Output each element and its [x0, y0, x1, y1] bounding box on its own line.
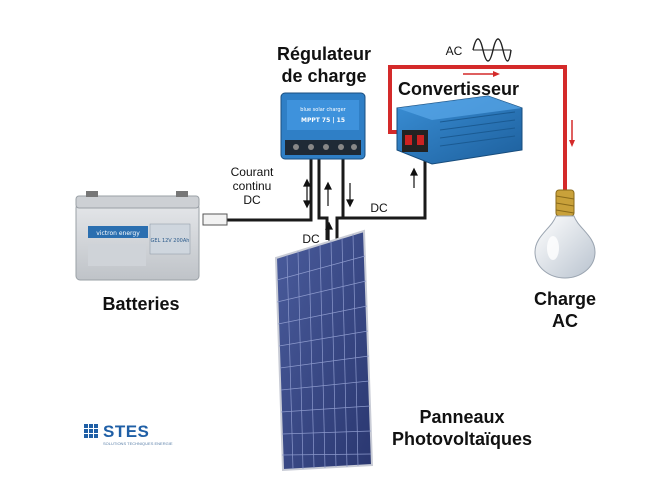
- fuse: [202, 213, 228, 226]
- ac-label: AC: [445, 44, 463, 58]
- regulator-label-line1: Régulateur: [276, 44, 372, 64]
- stes-logo-tagline: SOLUTIONS TECHNIQUES ENERGIE SOLAIRE: [103, 441, 173, 446]
- ac-load-label-line2: AC: [552, 311, 578, 331]
- direct-current-label-line3: DC: [243, 193, 261, 207]
- battery-device: victron energy GEL 12V 200Ah: [75, 191, 200, 281]
- stes-logo-text: STES: [103, 422, 150, 441]
- inverter-device: [396, 95, 523, 165]
- dc-label-panel: DC: [302, 232, 320, 246]
- stes-logo-icon: [84, 424, 98, 438]
- ac-sine-wave-icon: [472, 38, 512, 62]
- charge-regulator-device: blue solar charger MPPT 75 | 15: [280, 92, 366, 160]
- ac-flow-arrow-right: [463, 71, 500, 77]
- light-bulb-icon: [534, 189, 596, 279]
- ac-flow-arrow-down: [569, 120, 575, 147]
- direct-current-label-line2: continu: [232, 179, 272, 193]
- dc-flow-arrows: [303, 167, 418, 244]
- regulator-label: Régulateur de charge: [254, 43, 394, 87]
- solar-panels-label: Panneaux Photovoltaïques: [372, 406, 552, 450]
- batteries-label: Batteries: [102, 294, 180, 314]
- regulator-model-text: MPPT 75 | 15: [301, 117, 345, 124]
- battery-model-text: GEL 12V 200Ah: [151, 238, 190, 244]
- direct-current-label-line1: Courant: [230, 165, 274, 179]
- direct-current-label: Courant continu DC: [220, 165, 284, 207]
- battery-brand-text: victron energy: [96, 230, 140, 237]
- solar-panel: [274, 229, 374, 472]
- inverter-label: Convertisseur: [398, 79, 520, 99]
- ac-wire: [388, 65, 567, 192]
- regulator-brand-text: blue solar charger: [300, 107, 346, 113]
- dc-label-inverter: DC: [370, 201, 388, 215]
- solar-panels-label-line2: Photovoltaïques: [391, 429, 532, 449]
- ac-load-label-line1: Charge: [533, 289, 596, 309]
- ac-load-label: Charge AC: [520, 288, 610, 332]
- solar-panels-label-line1: Panneaux: [419, 407, 505, 427]
- regulator-label-line2: de charge: [281, 66, 367, 86]
